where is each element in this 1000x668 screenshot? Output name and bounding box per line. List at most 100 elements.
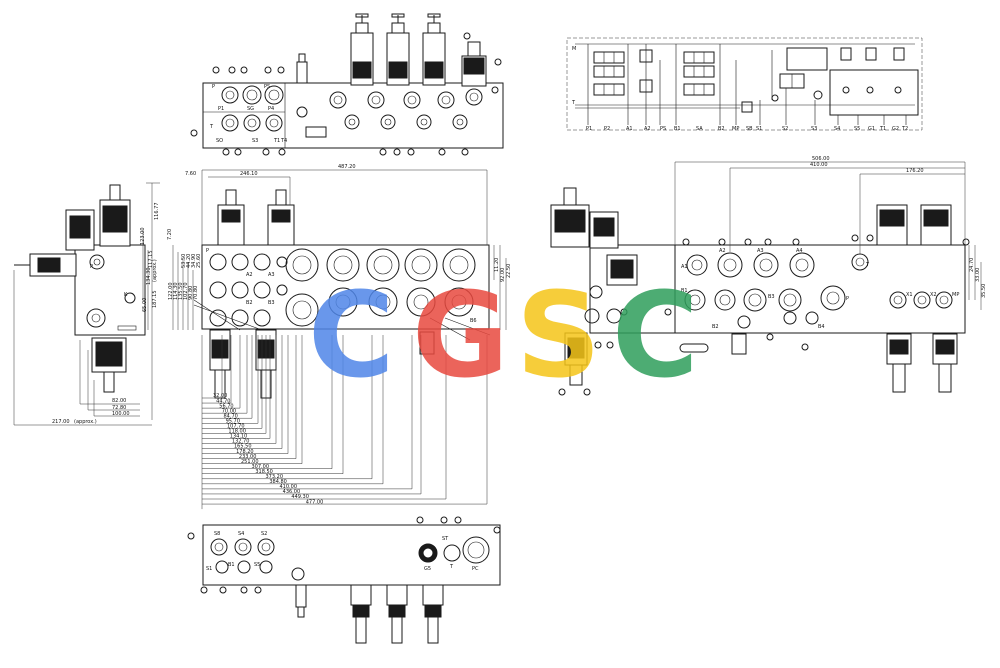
- front-label-a2: A2: [246, 272, 253, 278]
- right-right-dim-0: 24.70: [969, 258, 975, 272]
- front-bottom-dim-7: 118.00: [228, 429, 246, 435]
- right-label-a3: A3: [757, 248, 764, 254]
- front-view-ports: [209, 248, 476, 327]
- front-top-dimension-lines: [201, 169, 488, 245]
- side-dim-4: 187.15: [152, 291, 158, 309]
- top-label-s3: S3: [252, 138, 258, 144]
- side-dim-6: 82.00: [112, 398, 126, 404]
- schem-label-mp: MP: [732, 126, 739, 132]
- right-right-dim-2: 35.50: [981, 284, 987, 298]
- front-bottom-dim-10: 165.50: [234, 444, 252, 450]
- schem-label-t1: T1: [879, 126, 886, 132]
- front-label-b3: B3: [268, 300, 275, 306]
- front-bottom-dim-20: 449.30: [291, 494, 309, 500]
- side-view: P K 116.77 123.00 134.30 65.00 187.15 11…: [13, 182, 160, 426]
- side-view-dimension-lines: [13, 182, 160, 426]
- side-dim-5: 117.15: [148, 251, 154, 269]
- schem-label-s1: S1: [756, 126, 762, 132]
- front-bottom-dim-1: 44.70: [216, 398, 230, 404]
- front-label-p: P: [206, 248, 209, 254]
- front-bottom-dim-2: 56.70: [219, 403, 233, 409]
- top-label-t: T: [209, 124, 214, 130]
- top-view-valve-4: [461, 41, 487, 87]
- right-view-labels: A1 B1 A2 B2 A3 B3 A4 B4 P T X1 X2 MP: [681, 248, 959, 330]
- front-bottom-dim-3: 70.00: [222, 408, 236, 414]
- top-view-plug: [296, 53, 308, 84]
- front-left-dim-8: 44.20: [186, 254, 192, 268]
- front-right-dim-1: 92.00: [500, 268, 506, 282]
- schem-label-a1: A1: [626, 126, 633, 132]
- front-bottom-dim-12: 233.00: [239, 454, 257, 460]
- bottom-label-s5: S5: [254, 562, 260, 568]
- front-right-dim-0: 11.20: [494, 258, 500, 272]
- front-bottom-dim-19: 436.00: [283, 489, 301, 495]
- schem-label-a2: A2: [644, 126, 651, 132]
- cgsc-watermark: C G S C: [308, 266, 699, 404]
- bottom-label-s8: S8: [214, 531, 220, 537]
- top-label-t1: T1: [273, 138, 280, 144]
- side-note-1: (approx.): [152, 259, 158, 282]
- watermark-letter-g: G: [412, 266, 509, 404]
- schem-label-s2: S2: [782, 126, 788, 132]
- side-dim-0: 116.77: [154, 203, 160, 221]
- bottom-view-valves: [295, 584, 444, 644]
- front-bottom-dim-17: 384.80: [269, 479, 287, 485]
- watermark-letter-c1: C: [308, 266, 395, 404]
- right-view: A1 B1 A2 B2 A3 B3 A4 B4 P T X1 X2 MP 506…: [550, 156, 987, 396]
- side-label-k: K: [124, 292, 128, 298]
- top-label-p: P: [212, 84, 215, 90]
- side-dim-1: 123.00: [140, 228, 146, 246]
- right-label-mp: MP: [952, 292, 959, 298]
- schem-label-b2: B2: [718, 126, 725, 132]
- front-bottom-dim-4: 84.70: [224, 413, 238, 419]
- front-bottom-dims: 32.0044.7056.7070.0084.7095.70107.70118.…: [201, 335, 488, 510]
- top-view-valve-2: [386, 13, 410, 86]
- front-left-dim-1: 122.00: [168, 283, 174, 301]
- front-bottom-dim-15: 318.50: [255, 469, 273, 475]
- side-view-dims: 116.77 123.00 134.30 65.00 187.15 117.15…: [52, 203, 160, 426]
- right-label-x2: X2: [930, 292, 937, 298]
- front-left-dim-10: 25.60: [196, 254, 202, 268]
- top-label-sg: SG: [247, 106, 254, 112]
- right-view-callouts: [558, 234, 970, 396]
- schem-label-p1: P1: [586, 126, 592, 132]
- right-label-b2: B2: [712, 324, 719, 330]
- front-bottom-dim-21: 477.00: [306, 499, 324, 505]
- watermark-letter-c2: C: [612, 266, 699, 404]
- hydraulic-schematic: M T P1 A1 A2 B1 B2 MP S1 S2 S3 S4 S5 T1 …: [566, 37, 923, 132]
- schem-label-s4: S4: [834, 126, 840, 132]
- front-top-dim-0: 487.20: [338, 164, 356, 170]
- front-left-dim-0: 7.20: [167, 229, 173, 240]
- front-left-dim-4: 102.70: [183, 283, 189, 301]
- front-view-port-labels: P A2 A3 B2 B3 B6: [206, 248, 477, 324]
- front-left-dim-9: 34.90: [191, 254, 197, 268]
- right-label-a2: A2: [719, 248, 726, 254]
- front-label-a3: A3: [268, 272, 275, 278]
- right-view-dimension-lines: [674, 161, 982, 310]
- schematic-labels: M T P1 A1 A2 B1 B2 MP S1 S2 S3 S4 S5 T1 …: [571, 46, 908, 132]
- bottom-label-g5: G5: [424, 566, 431, 572]
- side-view-block: [74, 244, 146, 336]
- front-view: P A2 A3 B2 B3 B6 487.20 246.10 7.60: [167, 164, 512, 510]
- schematic-lines: [587, 44, 907, 125]
- right-top-dim-1: 410.00: [810, 162, 828, 168]
- bottom-view-ports: [210, 536, 490, 581]
- front-left-dims: 7.20 122.00 114.30 135.50 102.70 90.80 7…: [167, 229, 202, 300]
- right-label-p: P: [846, 296, 849, 302]
- schem-label-ps: PS: [660, 126, 666, 132]
- top-label-ps: PS: [264, 84, 270, 90]
- right-view-ports: [584, 252, 953, 329]
- front-left-dim-5: 90.80: [188, 286, 194, 300]
- schem-label-m: M: [572, 46, 576, 52]
- schem-label-s5: S5: [854, 126, 860, 132]
- right-label-b4: B4: [818, 324, 825, 330]
- front-right-dimension-lines: [493, 245, 507, 330]
- top-label-p4: P4: [268, 106, 274, 112]
- bottom-view-block: [202, 524, 501, 586]
- schem-label-p2: P2: [604, 126, 610, 132]
- right-top-dim-2: 176.20: [906, 168, 924, 174]
- side-note-0: (approx.): [74, 419, 97, 425]
- front-top-dim-1: 246.10: [240, 171, 258, 177]
- front-bottom-dim-0: 32.00: [213, 393, 227, 399]
- bottom-view-callouts: [187, 516, 501, 594]
